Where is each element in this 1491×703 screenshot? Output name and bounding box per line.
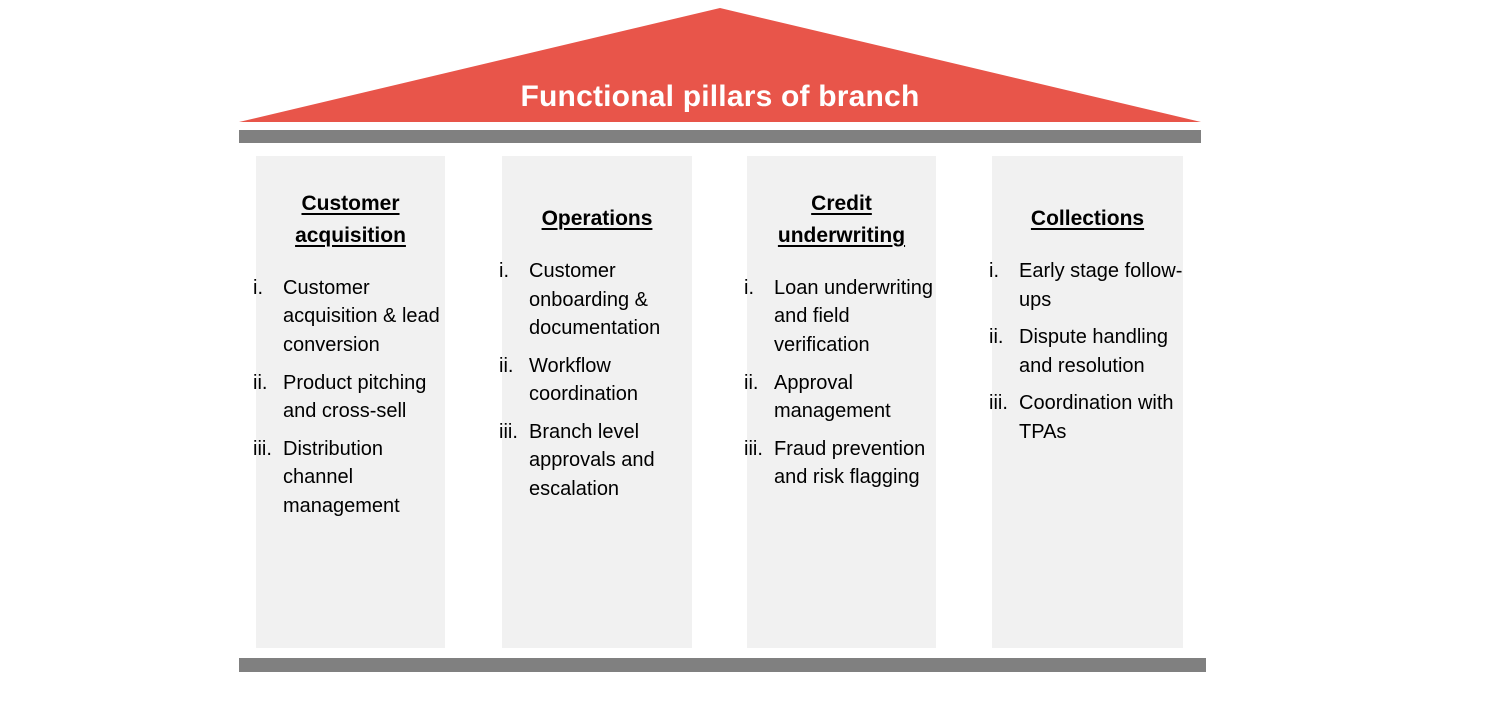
pillar-item-list: i. Customer acquisition & lead conversio… xyxy=(253,274,455,521)
list-item: iii. Distribution channel management xyxy=(253,435,455,521)
list-item: i. Customer acquisition & lead conversio… xyxy=(253,274,455,360)
entablature-bar-top xyxy=(239,130,1201,143)
list-item-text: Approval management xyxy=(774,371,891,423)
pillar-heading: Credit underwriting xyxy=(777,192,906,247)
list-item-text: Branch level approvals and escalation xyxy=(529,420,655,501)
list-marker: i. xyxy=(253,276,263,299)
list-item: iii. Branch level approvals and escalati… xyxy=(499,418,710,504)
list-item-text: Coordination with TPAs xyxy=(1019,392,1174,443)
pillar-credit-underwriting[interactable]: Credit underwriting i. Loan underwriting… xyxy=(744,156,936,648)
list-item-text: Customer acquisition & lead conversion xyxy=(283,276,440,356)
list-item: i. Customer onboarding & documentation xyxy=(499,257,710,343)
list-item: i. Loan underwriting and field verificat… xyxy=(744,274,946,360)
list-item: i. Early stage follow-ups xyxy=(989,257,1195,314)
pillar-collections[interactable]: Collections i. Early stage follow-ups ii… xyxy=(989,156,1183,648)
stylobate-bar-bottom xyxy=(239,658,1206,672)
list-item-text: Workflow coordination xyxy=(529,354,638,406)
list-item: iii. Coordination with TPAs xyxy=(989,389,1195,446)
list-item-text: Customer onboarding & documentation xyxy=(529,259,661,340)
list-marker: i. xyxy=(499,259,509,282)
pillar-item-list: i. Early stage follow-ups ii. Dispute ha… xyxy=(989,257,1195,447)
list-item-text: Distribution channel management xyxy=(283,437,400,517)
list-marker: iii. xyxy=(499,420,518,443)
pillar-customer-acquisition[interactable]: Customer acquisition i. Customer acquisi… xyxy=(253,156,445,648)
pillar-heading: Customer acquisition xyxy=(295,192,406,247)
list-marker: ii. xyxy=(253,371,268,394)
list-item: iii. Fraud prevention and risk flagging xyxy=(744,435,946,492)
pillar-operations[interactable]: Operations i. Customer onboarding & docu… xyxy=(499,156,692,648)
list-marker: iii. xyxy=(253,437,272,460)
list-marker: iii. xyxy=(744,437,763,460)
list-item-text: Fraud prevention and risk flagging xyxy=(774,437,926,489)
pillar-item-list: i. Loan underwriting and field verificat… xyxy=(744,274,946,492)
list-item: ii. Workflow coordination xyxy=(499,352,710,409)
list-marker: i. xyxy=(989,259,999,282)
list-item-text: Dispute handling and resolution xyxy=(1019,326,1168,377)
roof-shape-icon xyxy=(239,8,1201,122)
list-item-text: Product pitching and cross-sell xyxy=(283,371,427,423)
list-marker: iii. xyxy=(989,392,1008,415)
pillar-heading: Operations xyxy=(541,207,653,230)
list-item: ii. Dispute handling and resolution xyxy=(989,323,1195,380)
pillar-heading: Collections xyxy=(1030,207,1145,230)
list-item-text: Early stage follow-ups xyxy=(1019,259,1183,311)
list-marker: i. xyxy=(744,276,754,299)
list-item: ii. Approval management xyxy=(744,369,946,426)
list-item-text: Loan underwriting and field verification xyxy=(774,276,933,356)
list-marker: ii. xyxy=(989,326,1004,349)
list-item: ii. Product pitching and cross-sell xyxy=(253,369,455,426)
roof-triangle: Functional pillars of branch xyxy=(239,8,1201,122)
list-marker: ii. xyxy=(499,354,514,377)
pillar-item-list: i. Customer onboarding & documentation i… xyxy=(499,257,710,504)
list-marker: ii. xyxy=(744,371,759,394)
